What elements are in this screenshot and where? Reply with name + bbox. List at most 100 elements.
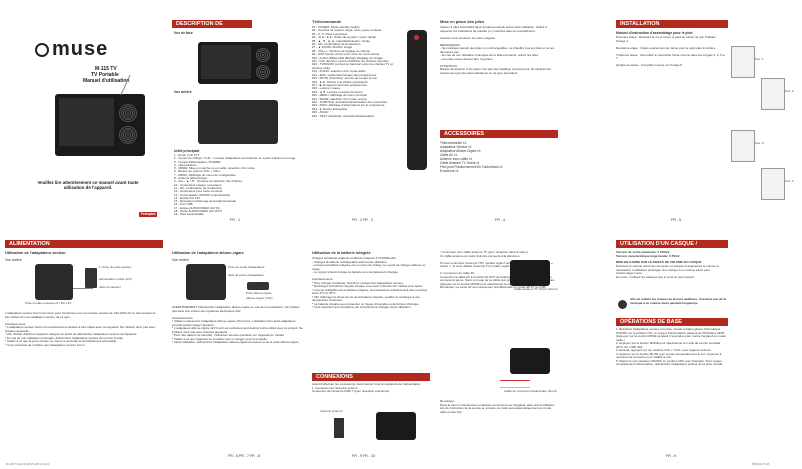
- car-text: AVERTISSEMENT: Débranchez l'adaptateur a…: [172, 306, 303, 344]
- headphone-text: Diminuez le volume avant de connecter un…: [616, 265, 719, 279]
- battery-text: Insérez 2 piles AAA/LR03 dans la télécom…: [440, 26, 555, 75]
- connections-text: Avant d'effectuer les connexions, déconn…: [312, 383, 422, 393]
- battery-use-text: Chargez la batterie (batterie au lithium…: [312, 257, 428, 309]
- hearing-warning-icon: [618, 300, 627, 309]
- pos-label: Pos. 4: [785, 179, 794, 183]
- adapter-label: Prise murale uniquement / DC 12V: [25, 301, 72, 305]
- cover-page: muse M-115 TV TV Portable Manuel d'utili…: [5, 8, 165, 223]
- tv-front-image: [198, 42, 278, 84]
- tv-back-image: [198, 100, 278, 144]
- power-button-icon: [414, 35, 419, 40]
- install-steps: Première étape : Dévissez la vis et sort…: [616, 36, 726, 67]
- page-power: ALIMENTATION Utilisation de l'adaptateur…: [5, 240, 165, 462]
- remote-heading: Télécommande: [312, 20, 342, 24]
- power-adapter-image: [85, 268, 97, 288]
- car-heading: Utilisation de l'adaptateur allume-cigar…: [172, 251, 244, 255]
- model-name: M-115 TV: [95, 66, 117, 72]
- battery-heading: Mise en place des piles: [440, 20, 485, 24]
- brand-logo: muse: [35, 38, 108, 60]
- tv-rear-image: [35, 264, 73, 300]
- print-slug: M-115 TV-EU-M-08-07-2013.indd 1: [6, 462, 50, 466]
- cable: [73, 288, 93, 289]
- antenna-image: [334, 418, 344, 438]
- list-heading: Unité principale: [174, 149, 200, 153]
- headphone-specs: Tension de sortie maximum: 4 150mV Tensi…: [616, 251, 680, 258]
- page-number: FR - 4: [495, 218, 505, 222]
- section-header: INSTALLATION: [616, 20, 728, 28]
- tv-device-image: [55, 94, 145, 156]
- stand-image-2: [761, 78, 785, 110]
- cover-title: TV Portable: [91, 72, 119, 78]
- adapter-label: 1. Prise de prise secteur: [99, 265, 132, 269]
- tv-rear-image: [186, 264, 226, 300]
- stand-image-1: [731, 46, 755, 78]
- adapter-label: Jack connecteur: [99, 285, 121, 289]
- stand-image-4: [761, 168, 785, 200]
- car-label: Jack de sortie d'adaptateur: [228, 273, 264, 277]
- power-text: L'adaptateur secteur fourni est conçu po…: [5, 312, 156, 347]
- accessories-header: ACCESSOIRES: [440, 130, 558, 138]
- speaker-grille-icon: [256, 65, 270, 79]
- rear-view-label: Vue arrière: [172, 258, 189, 262]
- page-av-connection: * Connexion d'un câble antenne TV (pour …: [440, 240, 560, 462]
- av-note: Remarque: Dans le cas où d'anciennes rem…: [440, 400, 555, 414]
- page-description: DESCRIPTION DE L'APPAREIL Vue de face Vu…: [172, 8, 307, 226]
- stand-image-3: [731, 130, 755, 162]
- car-label: Prise allume-cigare: [246, 291, 272, 295]
- page-remote: Télécommande #1 - POWER: Mode standby (v…: [312, 8, 432, 226]
- page-number: FR - 9: [666, 454, 676, 458]
- car-adapter-image: [247, 282, 269, 290]
- pos-label: Pos. 3: [755, 141, 764, 145]
- install-heading: Manuel d'instruction d'assemblage pour l…: [616, 31, 693, 35]
- av-cable-image: [500, 380, 530, 388]
- hearing-warning-text: Afin de réduire les risques de lésions a…: [630, 298, 727, 305]
- print-date: 8/08/13 17:28: [752, 462, 770, 466]
- antenna-label: Antenne (Fourni): [320, 409, 343, 413]
- back-view-label: Vue arrière: [174, 90, 192, 94]
- section-header: DESCRIPTION DE L'APPAREIL: [172, 20, 252, 35]
- tv-screen: [59, 98, 114, 146]
- language-badge: Français: [139, 212, 158, 217]
- front-view-label: Vue de face: [174, 31, 193, 35]
- page-headphones: UTILISATION D'UN CASQUE / D'ÉCOUTEURS Te…: [566, 240, 798, 462]
- remote-control-image: [407, 30, 427, 170]
- parts-list: 1 - Ecran LCD TFT 2 - Voyant de charge /…: [174, 154, 296, 216]
- speaker-grille-icon: [119, 104, 137, 122]
- cable-label: Câble antenne TV Orient (fourni): [514, 287, 558, 291]
- page-number: FR - 5: [671, 218, 681, 222]
- ops-header: OPÉRATIONS DE BASE: [616, 318, 728, 326]
- speaker-grille-icon: [119, 126, 137, 144]
- page-battery-connections: Utilisation de la batterie intégrée Char…: [312, 240, 432, 462]
- section-header: ALIMENTATION: [5, 240, 163, 248]
- page-batteries: Mise en place des piles Insérez 2 piles …: [440, 8, 560, 226]
- adapter-label: Alimentation (sortie 12V): [99, 277, 132, 281]
- page-number: FR - 1: [230, 218, 240, 222]
- pos-label: Pos. 2: [785, 89, 794, 93]
- tv-image: [510, 348, 550, 374]
- remote-button-list: #1 - POWER: Mode standby (veille) #2 - T…: [312, 26, 393, 118]
- rear-view-label: Vue arrière: [5, 258, 22, 262]
- connections-header: CONNEXIONS: [312, 373, 430, 381]
- page-installation: INSTALLATION Manuel d'instruction d'asse…: [566, 8, 798, 226]
- cover-notice: Veuillez lire attentivement ce manuel av…: [37, 180, 139, 191]
- cover-subtitle: Manuel d'utilisation: [83, 78, 130, 84]
- muse-logo-icon: [35, 42, 49, 57]
- tv-screen: [201, 45, 251, 79]
- tv-image: [376, 412, 416, 440]
- car-label: Allume-cigare (12V): [246, 296, 273, 300]
- page-number: FR - 6 FR - 7 FR - 8: [228, 454, 260, 458]
- car-label: Prise de sortie d'adaptateur: [228, 265, 265, 269]
- page-car-adapter: Utilisation de l'adaptateur allume-cigar…: [172, 240, 307, 462]
- av-cable-label: Câble de connexion Audio/vidéo (fourni): [504, 389, 558, 393]
- speaker-grille-icon: [256, 48, 270, 62]
- pos-label: Pos. 1: [755, 57, 764, 61]
- page-number: FR - 9 FR - 10: [352, 454, 375, 458]
- ops-text: 1. Branchez l'adaptateur secteur à la pr…: [616, 328, 726, 366]
- accessories-list: Télécommande x1 Adaptateur Secteur x1 Ad…: [440, 141, 503, 173]
- battery-use-heading: Utilisation de la batterie intégrée: [312, 251, 371, 255]
- section-header: UTILISATION D'UN CASQUE / D'ÉCOUTEURS: [616, 240, 728, 255]
- page-number: FR - 2 FR - 3: [352, 218, 373, 222]
- headphone-warning-title: MISE EN GARDE SUR LE NIVEAU DE VOLUME DU…: [616, 260, 702, 264]
- power-heading: Utilisation de l'adaptateur secteur: [5, 251, 66, 255]
- tv-image: [510, 260, 550, 286]
